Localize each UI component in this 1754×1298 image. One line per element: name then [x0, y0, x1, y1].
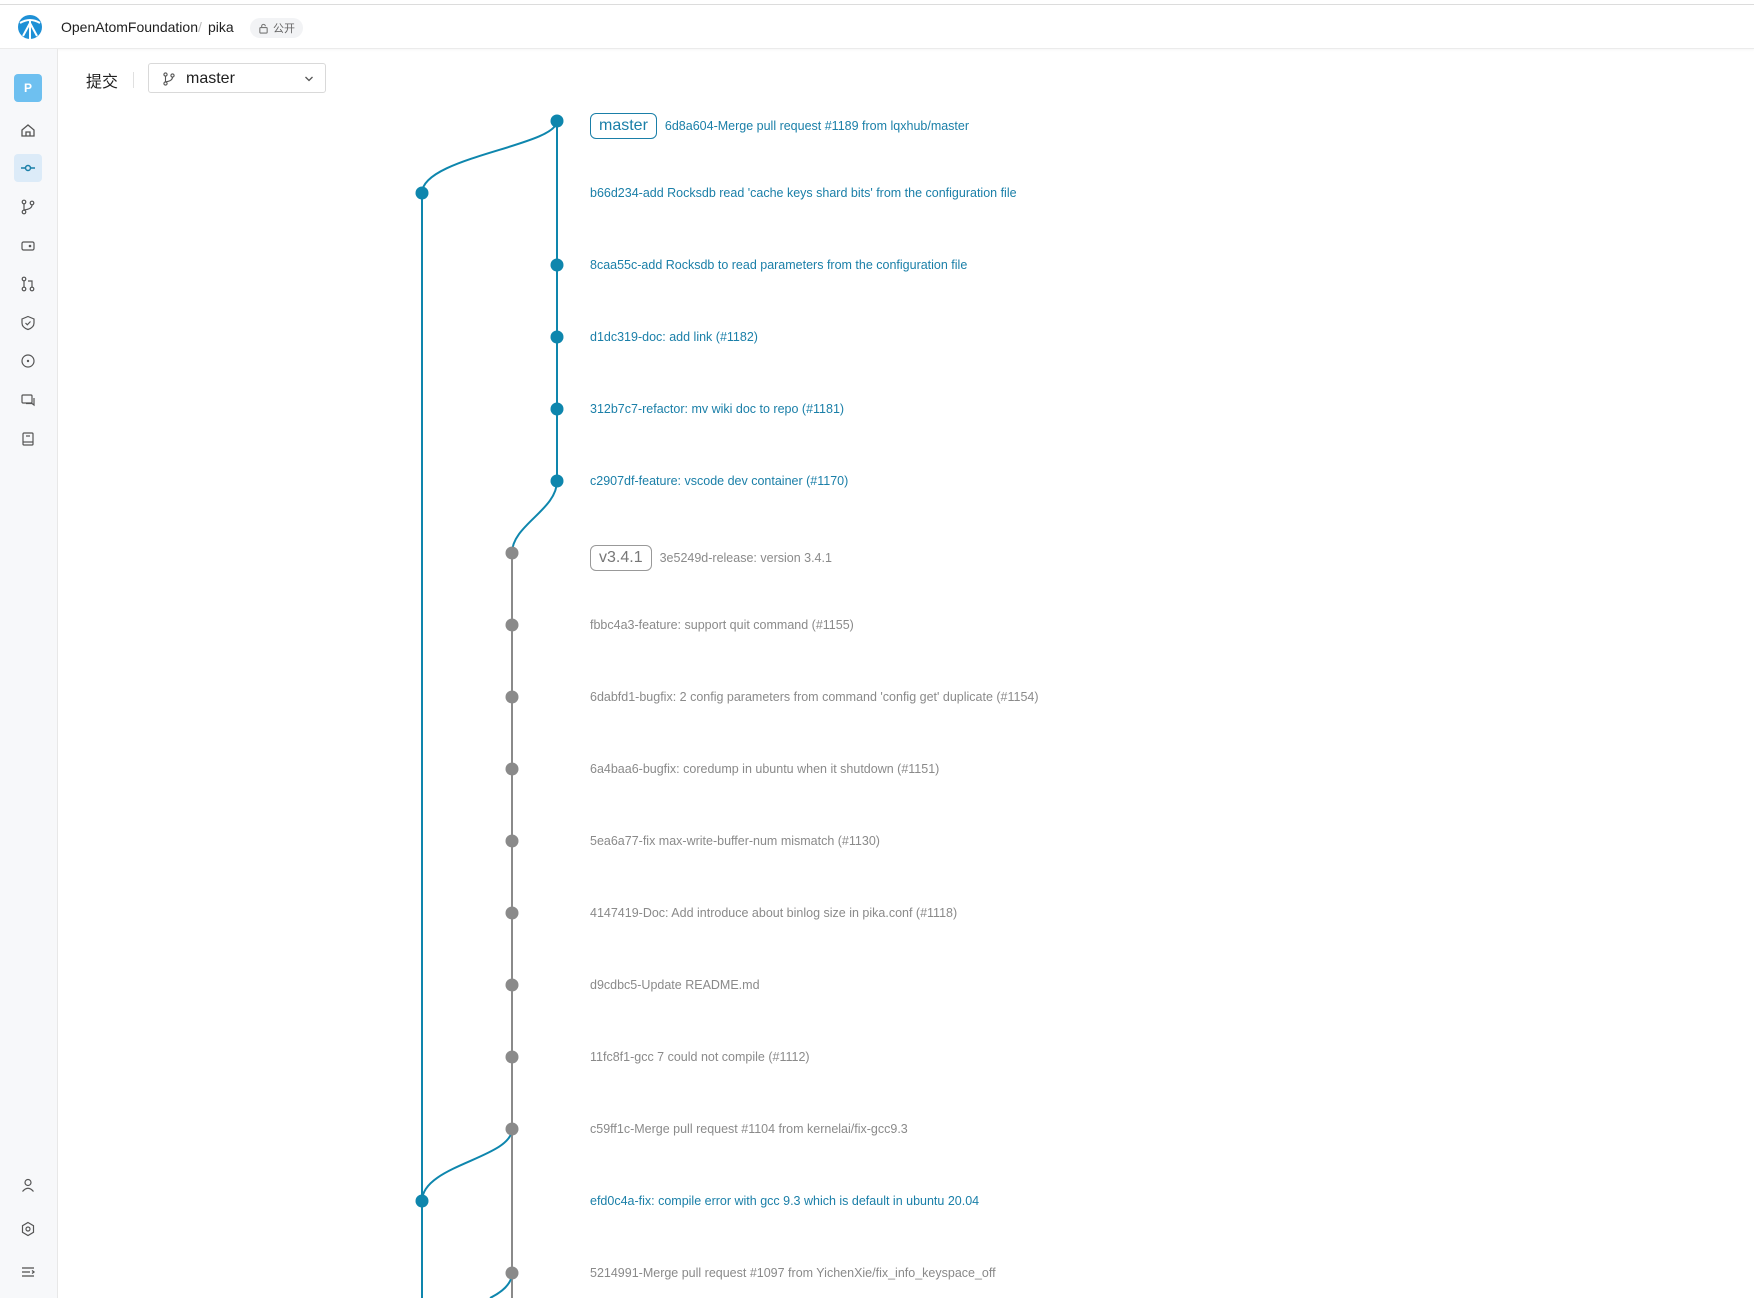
- commit-message[interactable]: d1dc319-doc: add link (#1182): [590, 330, 758, 344]
- graph-edge: [421, 120, 558, 194]
- commit-node: [505, 546, 519, 560]
- graph-edge: [421, 1128, 513, 1202]
- commit-row[interactable]: b66d234-add Rocksdb read 'cache keys sha…: [590, 185, 1017, 201]
- commit-message[interactable]: fbbc4a3-feature: support quit command (#…: [590, 618, 854, 632]
- branch-icon: [163, 72, 175, 86]
- commit-row[interactable]: 312b7c7-refactor: mv wiki doc to repo (#…: [590, 401, 844, 417]
- commit-message[interactable]: c59ff1c-Merge pull request #1104 from ke…: [590, 1122, 908, 1136]
- commit-message[interactable]: 4147419-Doc: Add introduce about binlog …: [590, 906, 958, 920]
- commit-row[interactable]: efd0c4a-fix: compile error with gcc 9.3 …: [590, 1193, 979, 1209]
- commit-row[interactable]: 11fc8f1-gcc 7 could not compile (#1112): [590, 1049, 810, 1065]
- chevron-down-icon: [305, 76, 313, 82]
- commit-row[interactable]: fbbc4a3-feature: support quit command (#…: [590, 617, 854, 633]
- commit-message[interactable]: 5214991-Merge pull request #1097 from Yi…: [590, 1266, 996, 1280]
- commit-row[interactable]: d9cdbc5-Update README.md: [590, 977, 760, 993]
- commit-node: [505, 1266, 519, 1280]
- commit-message[interactable]: efd0c4a-fix: compile error with gcc 9.3 …: [590, 1194, 980, 1208]
- window-top-border: [0, 0, 1754, 5]
- breadcrumb-repo-link[interactable]: pika: [208, 19, 234, 35]
- page-title: 提交: [86, 74, 119, 91]
- breadcrumb-separator: /: [198, 19, 202, 35]
- branch-select-dropdown[interactable]: master: [148, 63, 326, 93]
- commit-node: [505, 1122, 519, 1136]
- left-sidebar: P: [0, 49, 58, 1298]
- title-divider: [133, 72, 134, 88]
- commit-row[interactable]: c2907df-feature: vscode dev container (#…: [590, 473, 848, 489]
- tag-icon[interactable]: [14, 232, 42, 260]
- repo-avatar[interactable]: P: [14, 74, 42, 102]
- commit-node: [550, 330, 564, 344]
- commit-node: [505, 978, 519, 992]
- graph-nodes: [415, 114, 564, 1280]
- commit-row[interactable]: 8caa55c-add Rocksdb to read parameters f…: [590, 257, 967, 273]
- commit-node: [550, 114, 564, 128]
- commit-node: [415, 1194, 429, 1208]
- issue-icon[interactable]: [14, 347, 42, 375]
- commit-message[interactable]: 312b7c7-refactor: mv wiki doc to repo (#…: [590, 402, 845, 416]
- commit-message[interactable]: 8caa55c-add Rocksdb to read parameters f…: [590, 258, 968, 272]
- repo-header: OpenAtomFoundation / pika 公开: [0, 5, 1754, 49]
- commit-row[interactable]: d1dc319-doc: add link (#1182): [590, 329, 758, 345]
- breadcrumb-org-link[interactable]: OpenAtomFoundation: [61, 19, 198, 35]
- commit-icon[interactable]: [14, 154, 42, 182]
- commit-row[interactable]: 5214991-Merge pull request #1097 from Yi…: [590, 1265, 996, 1281]
- branch-ref-badge[interactable]: master: [590, 113, 657, 139]
- commit-row[interactable]: 6dabfd1-bugfix: 2 config parameters from…: [590, 689, 1039, 705]
- commit-message[interactable]: 6a4baa6-bugfix: coredump in ubuntu when …: [590, 762, 940, 776]
- collapse-menu-icon[interactable]: [14, 1258, 42, 1286]
- commit-row[interactable]: c59ff1c-Merge pull request #1104 from ke…: [590, 1121, 908, 1137]
- commit-message[interactable]: 5ea6a77-fix max-write-buffer-num mismatc…: [590, 834, 880, 848]
- visibility-badge: 公开: [250, 18, 303, 38]
- commit-node: [505, 906, 519, 920]
- commit-row[interactable]: 6a4baa6-bugfix: coredump in ubuntu when …: [590, 761, 939, 777]
- commit-row[interactable]: 5ea6a77-fix max-write-buffer-num mismatc…: [590, 833, 880, 849]
- commit-row[interactable]: v3.4.1 3e5249d-release: version 3.4.1: [590, 545, 832, 571]
- commit-message[interactable]: c2907df-feature: vscode dev container (#…: [590, 474, 849, 488]
- commit-node: [550, 474, 564, 488]
- commit-message[interactable]: 3e5249d-release: version 3.4.1: [659, 551, 832, 565]
- visibility-label: 公开: [273, 23, 295, 35]
- home-icon[interactable]: [14, 116, 42, 144]
- branch-icon[interactable]: [14, 193, 42, 221]
- commit-node: [550, 402, 564, 416]
- commit-node: [505, 834, 519, 848]
- commit-node: [505, 618, 519, 632]
- lock-icon: [259, 23, 268, 34]
- tag-ref-badge[interactable]: v3.4.1: [590, 545, 652, 571]
- commit-node: [550, 258, 564, 272]
- commit-message[interactable]: 11fc8f1-gcc 7 could not compile (#1112): [590, 1050, 810, 1064]
- discussion-icon[interactable]: [14, 386, 42, 414]
- pull-request-icon[interactable]: [14, 270, 42, 298]
- commit-row[interactable]: master 6d8a604-Merge pull request #1189 …: [590, 113, 969, 139]
- graph-edge: [511, 480, 558, 554]
- commit-node: [505, 1050, 519, 1064]
- commit-node: [505, 762, 519, 776]
- settings-icon[interactable]: [14, 1215, 42, 1243]
- commit-message[interactable]: d9cdbc5-Update README.md: [590, 978, 760, 992]
- openatom-logo-icon[interactable]: [17, 14, 43, 40]
- branch-select-value: master: [186, 70, 235, 87]
- user-icon[interactable]: [14, 1171, 42, 1199]
- book-icon[interactable]: [14, 425, 42, 453]
- commit-row[interactable]: 4147419-Doc: Add introduce about binlog …: [590, 905, 957, 921]
- commit-message[interactable]: 6dabfd1-bugfix: 2 config parameters from…: [590, 690, 1039, 704]
- commit-node: [505, 690, 519, 704]
- shield-check-icon[interactable]: [14, 309, 42, 337]
- commit-message[interactable]: 6d8a604-Merge pull request #1189 from lq…: [664, 119, 970, 133]
- graph-edges: [421, 120, 558, 1298]
- commit-node: [415, 186, 429, 200]
- commit-message[interactable]: b66d234-add Rocksdb read 'cache keys sha…: [590, 186, 1017, 200]
